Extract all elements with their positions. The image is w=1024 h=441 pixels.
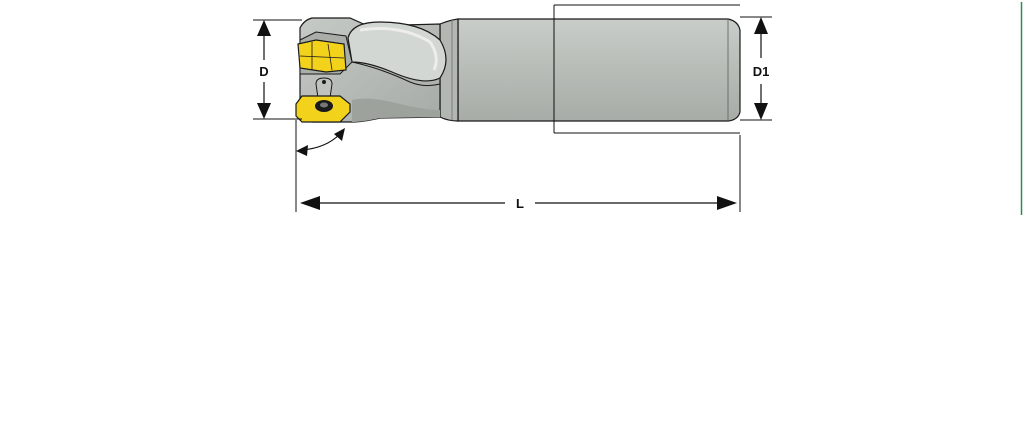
dimension-d1: D1 <box>740 16 772 121</box>
lower-shadow <box>352 98 440 122</box>
label-d1: D1 <box>753 64 770 79</box>
upper-insert <box>297 39 347 73</box>
flute-lower-edge <box>351 61 441 87</box>
arrow-up-icon <box>754 17 768 34</box>
flute-highlight <box>359 27 438 71</box>
label-l: L <box>516 196 524 211</box>
dimension-d: D <box>253 19 302 120</box>
arrow-down-icon <box>754 103 768 120</box>
clamp-length-bracket <box>553 4 740 134</box>
dimension-l: L <box>295 120 741 212</box>
neck <box>439 18 459 122</box>
clamp-screw <box>315 77 333 99</box>
arrow-right-icon <box>717 196 737 210</box>
arrow-left-icon <box>300 196 320 210</box>
arrow-down-icon <box>257 103 271 119</box>
entering-angle <box>296 128 345 156</box>
tool-body <box>295 17 741 123</box>
arrow-icon <box>334 128 345 141</box>
shank <box>457 18 741 122</box>
arrow-up-icon <box>257 20 271 36</box>
arrow-icon <box>296 145 308 156</box>
label-d: D <box>259 64 268 79</box>
